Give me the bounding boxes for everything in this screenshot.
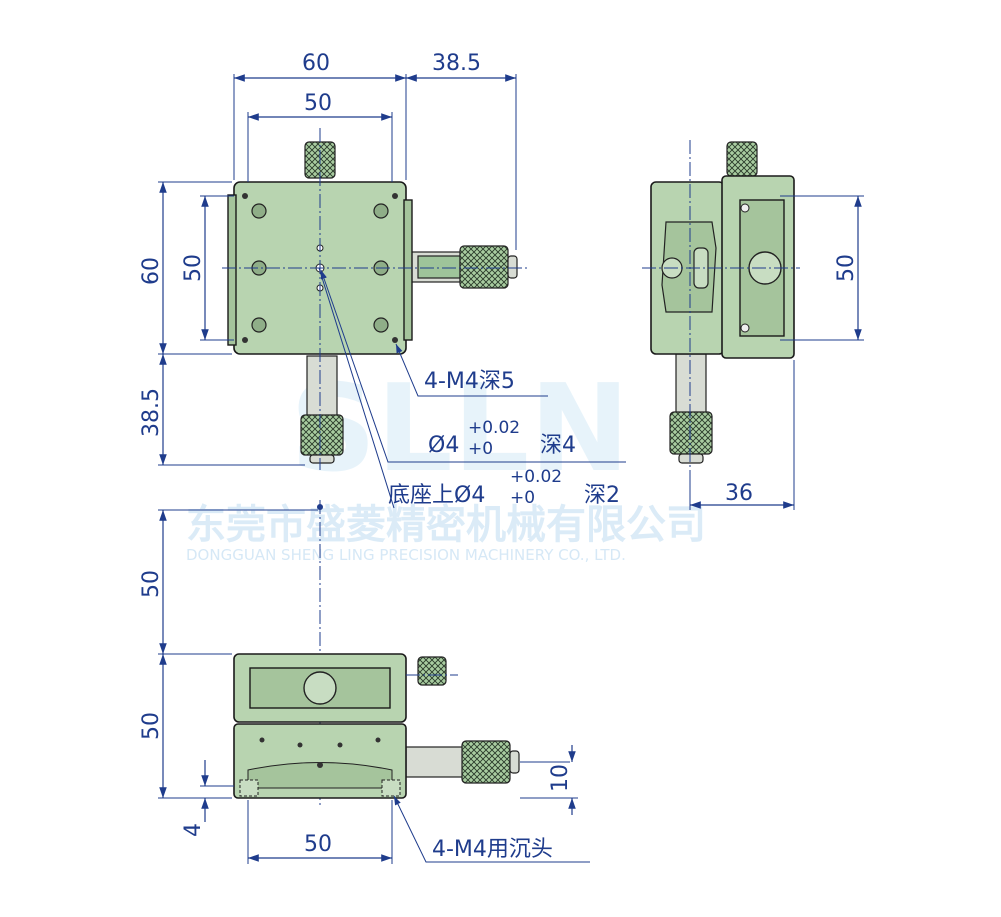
dim-front-base-width-50: 50 (304, 832, 332, 857)
dim-front-base-offset-4: 4 (181, 823, 206, 837)
dim-top-width-60: 60 (302, 51, 330, 76)
note-pin-hole-depth: 深4 (540, 433, 576, 458)
note-base-pin: 底座上Ø4 (388, 483, 485, 508)
front-view: 50 50 4 10 50 4-M4用沉头 (139, 500, 590, 864)
top-view: 60 38.5 50 60 38.5 50 (139, 51, 626, 509)
dim-top-width-50: 50 (304, 91, 332, 116)
dim-side-height-50: 50 (834, 254, 859, 282)
top-view-micrometer-x (405, 245, 518, 289)
note-pin-hole-dia: Ø4 (428, 433, 459, 458)
note-base-pin-tol-lower: +0 (510, 488, 535, 508)
top-view-micrometer-y (300, 355, 344, 464)
note-tapped-hole: 4-M4深5 (424, 369, 515, 394)
dim-front-micrometer-10: 10 (548, 764, 573, 792)
side-view: 50 36 (642, 140, 864, 510)
note-pin-hole-tol-upper: +0.02 (468, 418, 520, 438)
dim-top-height-60: 60 (139, 257, 164, 285)
dim-top-micrometer-38-5: 38.5 (432, 51, 481, 76)
notes: 4-M4深5 Ø4 +0.02 +0 深4 底座上Ø4 +0.02 +0 深2 (388, 369, 620, 508)
watermark-logo: SLLN (290, 360, 630, 499)
dim-front-lower-50: 50 (139, 712, 164, 740)
note-pin-hole-tol-lower: +0 (468, 439, 493, 459)
dim-front-upper-50: 50 (139, 570, 164, 598)
dim-side-micrometer-36: 36 (725, 481, 753, 506)
dim-top-micrometer-y-38-5: 38.5 (139, 388, 164, 437)
side-view-lock-knob (726, 141, 758, 177)
dim-top-height-50: 50 (181, 254, 206, 282)
note-base-pin-tol-upper: +0.02 (510, 467, 562, 487)
top-view-holes (242, 193, 398, 343)
watermark-company-cn: 东莞市盛菱精密机械有限公司 (186, 502, 706, 548)
note-base-pin-depth: 深2 (584, 483, 620, 508)
note-counterbore: 4-M4用沉头 (432, 837, 553, 862)
watermark-company-en: DONGGUAN SHENG LING PRECISION MACHINERY … (186, 546, 626, 564)
